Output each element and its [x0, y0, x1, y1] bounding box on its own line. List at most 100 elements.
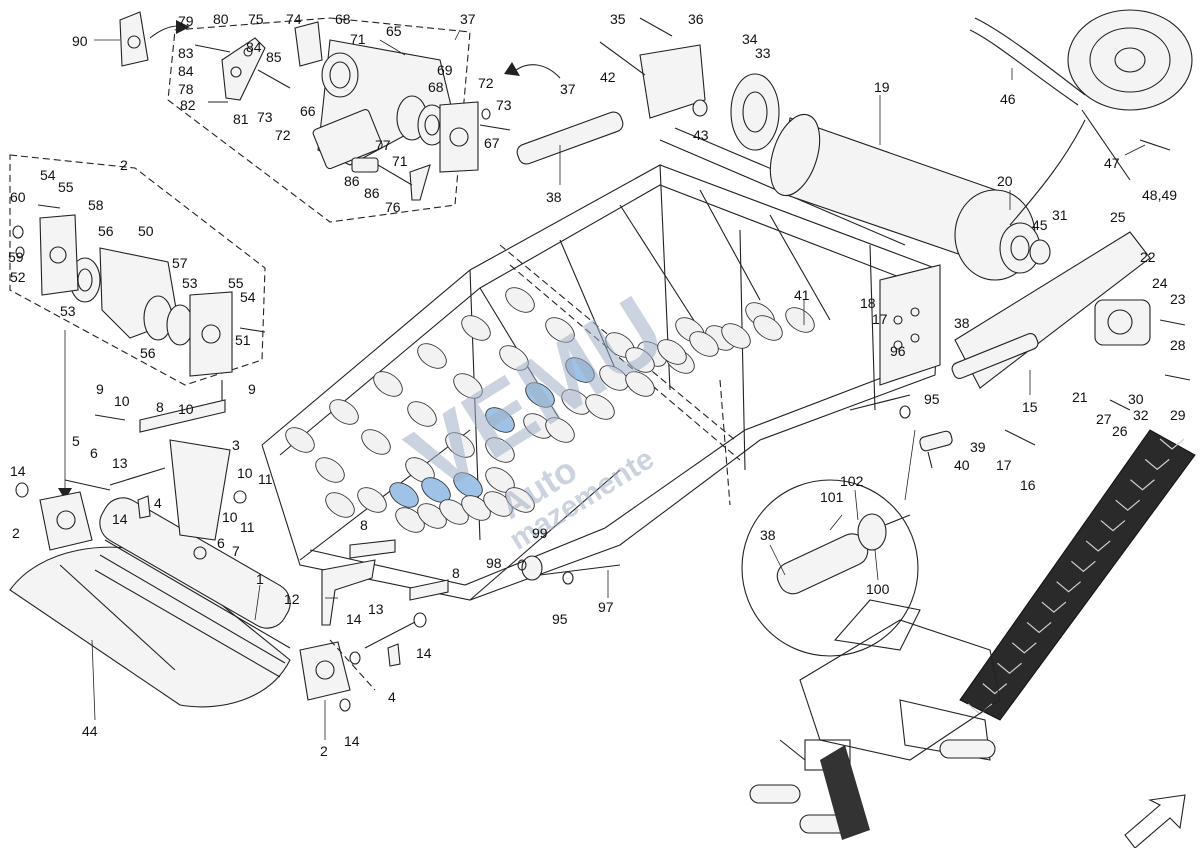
- callout-41: 41: [794, 287, 810, 303]
- belt-chevron: [1070, 560, 1096, 573]
- leader-101: [829, 514, 843, 531]
- pulley-line-3: [94, 569, 281, 678]
- idler-spring-coil: [453, 373, 483, 399]
- callout-86-a: 86: [344, 173, 360, 189]
- callout-86-b: 86: [364, 185, 380, 201]
- washer-6: [193, 546, 207, 560]
- callout-60: 60: [10, 189, 26, 205]
- callout-9-b: 9: [248, 381, 256, 397]
- clip-4-upper: [137, 495, 151, 519]
- lever-76: [409, 164, 431, 201]
- callout-19: 19: [874, 79, 890, 95]
- tension-arm-78: [221, 37, 266, 101]
- callout-54-a: 54: [40, 167, 56, 183]
- idler-spring-coil: [453, 472, 483, 498]
- fitting-86: [351, 157, 379, 173]
- callout-8-mid: 8: [360, 517, 368, 533]
- callout-75: 75: [248, 11, 264, 27]
- callout-85: 85: [266, 49, 282, 65]
- frame-outline: [261, 164, 941, 601]
- pin-16: [1004, 429, 1036, 446]
- callout-15: 15: [1022, 399, 1038, 415]
- fitting-95-lower: [562, 571, 574, 585]
- callout-25: 25: [1110, 209, 1126, 225]
- cylinder-38-top: [516, 111, 624, 165]
- idler-spring-coil: [753, 315, 783, 341]
- idler-spring-coil: [785, 307, 815, 333]
- roller-assembly-top: [119, 11, 561, 223]
- callout-90: 90: [72, 33, 88, 49]
- belt-fold: [59, 564, 176, 671]
- callout-3: 3: [232, 437, 240, 453]
- idler-spring-coil: [721, 323, 751, 349]
- callout-54-b: 54: [240, 289, 256, 305]
- bolt-29: [1164, 374, 1191, 381]
- arrow-90-line: [149, 25, 179, 39]
- hydraulic-cylinder-top: [516, 17, 708, 165]
- gear-hub-bore: [1010, 235, 1030, 261]
- seal-57: [166, 304, 194, 346]
- callout-77: 77: [375, 137, 391, 153]
- callout-76: 76: [385, 199, 401, 215]
- callout-84-a: 84: [246, 39, 262, 55]
- leader-44: [91, 639, 96, 721]
- callout-18: 18: [860, 295, 876, 311]
- bearing-block-28: [1094, 299, 1151, 346]
- callout-46: 46: [1000, 91, 1016, 107]
- bolt-54-left: [37, 204, 61, 209]
- callout-21: 21: [1072, 389, 1088, 405]
- callout-13-b: 13: [368, 601, 384, 617]
- idler-spring-coil: [417, 343, 447, 369]
- callout-39: 39: [970, 439, 986, 455]
- idler-spring-coil: [505, 487, 535, 513]
- callout-23: 23: [1170, 291, 1186, 307]
- callout-9-a: 9: [96, 381, 104, 397]
- machine-overview: [749, 429, 1196, 848]
- section-line-3: [719, 379, 731, 506]
- plate-hole-2: [910, 307, 920, 317]
- callout-5: 5: [72, 433, 80, 449]
- detail-leader: [904, 429, 916, 501]
- detail-pin: [884, 514, 911, 526]
- machine-cab-platform: [833, 599, 921, 651]
- cylinder-38-right: [951, 332, 1039, 380]
- bracket-90-hole: [127, 35, 141, 49]
- callout-83: 83: [178, 45, 194, 61]
- callout-1: 1: [256, 571, 264, 587]
- bolt-73b: [479, 124, 511, 131]
- belt-chevron: [1041, 601, 1067, 613]
- callout-10-c: 10: [237, 465, 253, 481]
- callout-labels: 90 79 80 75 74 68 65 37 83 84 85 71 84 7…: [8, 11, 1186, 759]
- belt-chevron: [982, 683, 1008, 695]
- rod-76: [377, 164, 413, 186]
- bolt-35: [639, 17, 673, 37]
- washer-11: [233, 490, 247, 504]
- callout-36: 36: [688, 11, 704, 27]
- callout-73-b: 73: [496, 97, 512, 113]
- callout-17-bottom: 17: [996, 457, 1012, 473]
- rod-13-lower: [364, 621, 416, 649]
- callout-10-a: 10: [114, 393, 130, 409]
- callout-29: 29: [1170, 407, 1186, 423]
- arrow-37-head: [504, 62, 520, 76]
- callout-37-top: 37: [460, 11, 476, 27]
- rod-13-upper: [109, 467, 166, 486]
- belt-chevron: [1011, 642, 1037, 654]
- callout-100: 100: [866, 581, 890, 597]
- callout-47: 47: [1104, 155, 1120, 171]
- callout-72-b: 72: [478, 75, 494, 91]
- idler-spring-coil: [357, 487, 387, 513]
- callout-26: 26: [1112, 423, 1128, 439]
- bracket-8-top: [139, 399, 226, 433]
- nut-43: [692, 99, 708, 117]
- belt-chevron: [1085, 540, 1111, 552]
- clip-4-lower: [387, 643, 401, 667]
- callout-10-b: 10: [178, 401, 194, 417]
- callout-55-b: 55: [228, 275, 244, 291]
- machine-conveyor-stub: [820, 745, 870, 840]
- lube-fittings: [517, 394, 911, 585]
- callout-80: 80: [213, 11, 229, 27]
- callout-71-b: 71: [392, 153, 408, 169]
- bearing-block-2-right-bore: [315, 660, 335, 680]
- callout-97: 97: [598, 599, 614, 615]
